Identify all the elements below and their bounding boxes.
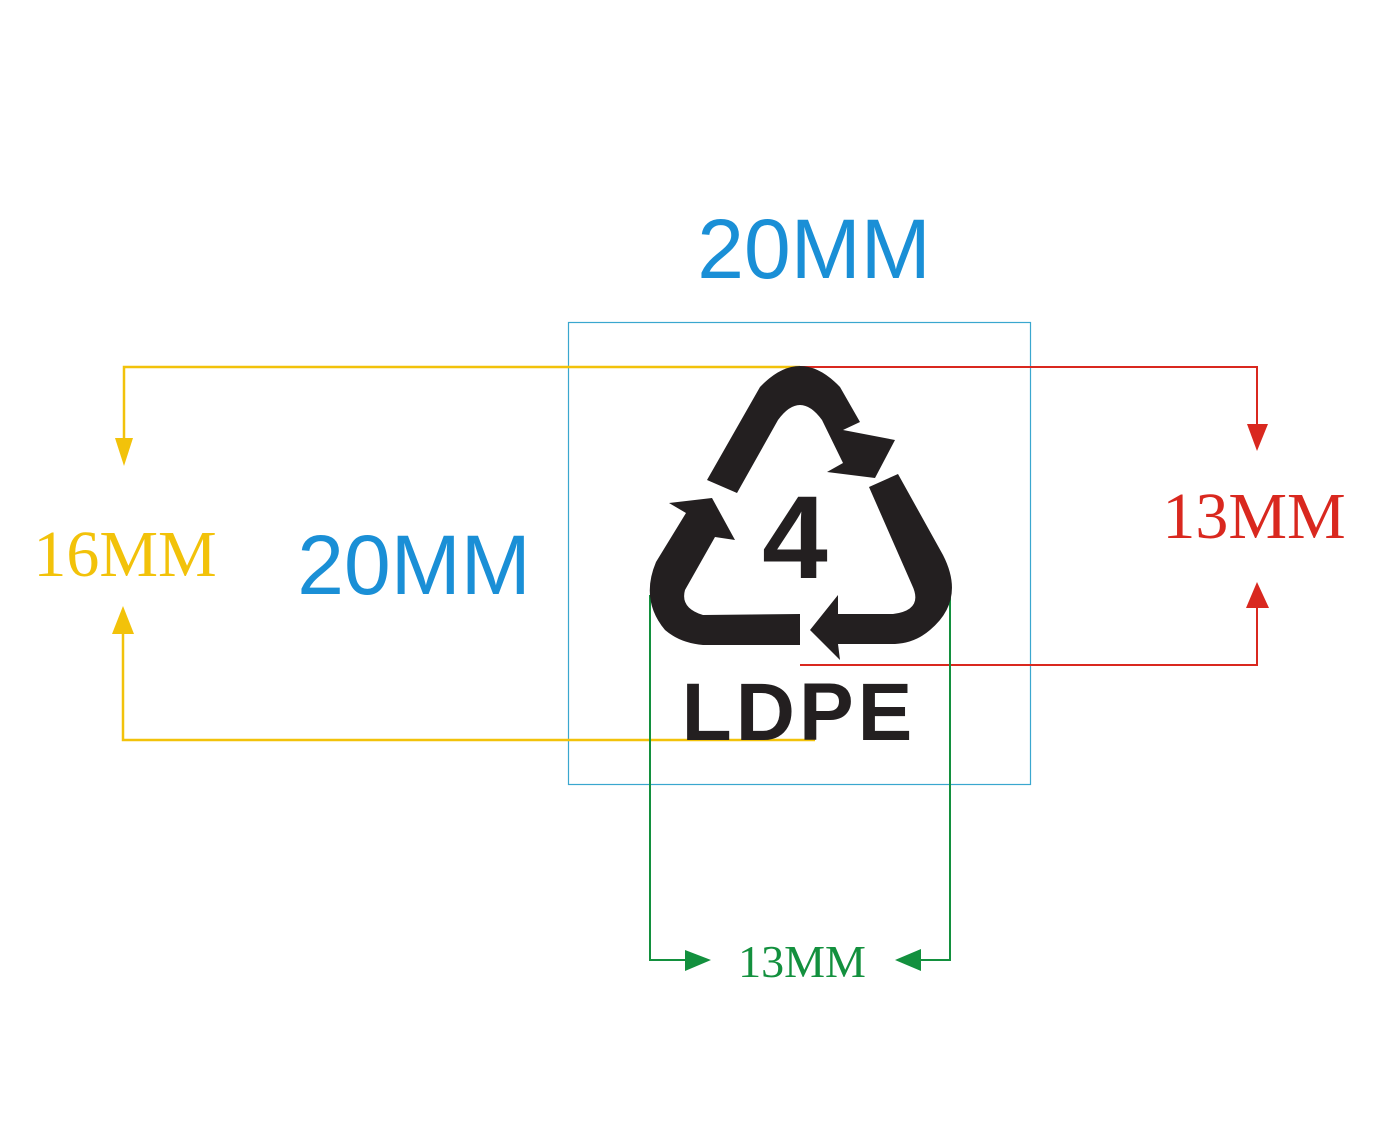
arrow-down-icon <box>1247 424 1268 451</box>
dimension-13mm-width: 13MM <box>649 595 951 987</box>
dimension-13mm-height: 13MM <box>800 366 1346 666</box>
resin-code-number: 4 <box>762 472 828 604</box>
dimension-16mm: 16MM <box>33 365 815 742</box>
label-16mm: 16MM <box>33 518 216 591</box>
label-13mm-width: 13MM <box>738 936 866 987</box>
arrow-up-icon <box>1246 582 1269 608</box>
arrow-down-icon <box>115 438 133 466</box>
arrow-left-icon <box>895 949 921 971</box>
material-code-label: LDPE <box>682 667 917 758</box>
bounding-box-20mm <box>567 321 1032 786</box>
label-box-width: 20MM <box>697 202 930 296</box>
label-box-height: 20MM <box>297 518 530 612</box>
arrow-right-icon <box>685 950 711 971</box>
label-13mm-height: 13MM <box>1162 480 1345 553</box>
recycling-symbol-icon: 4 <box>649 366 952 660</box>
arrow-up-icon <box>112 606 134 634</box>
